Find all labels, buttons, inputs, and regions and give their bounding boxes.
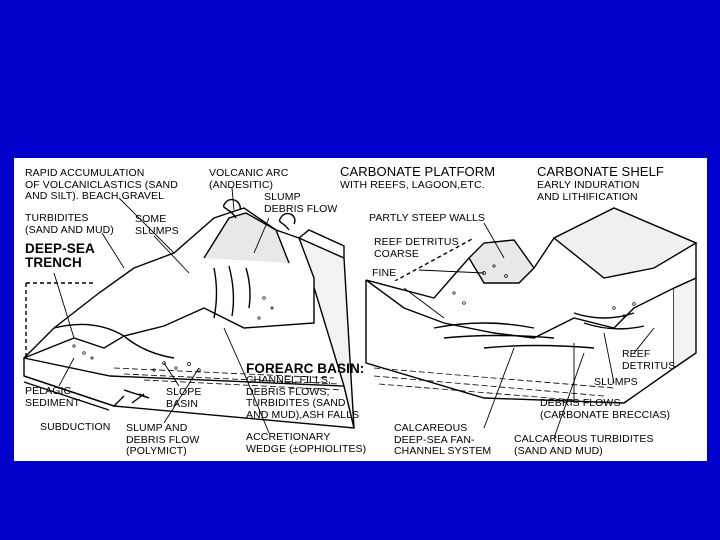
- label-forearc-basin-desc: CHANNEL FILLS, DEBRIS FLOWS, TURBIDITES …: [246, 374, 360, 421]
- label-partly-steep-walls: PARTLY STEEP WALLS: [369, 212, 485, 224]
- label-debris-flows: DEBRIS FLOWS (CARBONATE BRECCIAS): [540, 397, 671, 421]
- right-block-right-face: [673, 276, 697, 369]
- subduction-arrow: [123, 389, 150, 404]
- label-slumps: SLUMPS: [594, 376, 638, 388]
- trench-axis: [53, 323, 175, 359]
- fan-channel-lines: [433, 322, 595, 349]
- label-forearc-basin-title: FOREARC BASIN:: [246, 361, 365, 376]
- label-pelagic-sediment: PELAGIC SEDIMENT: [25, 385, 81, 409]
- label-some-slumps: SOME SLUMPS: [135, 213, 179, 237]
- left-block-hidden-edge: [25, 282, 94, 366]
- label-calcareous-fan: CALCAREOUS DEEP-SEA FAN- CHANNEL SYSTEM: [394, 422, 492, 457]
- label-carbonate-shelf-title: CARBONATE SHELF: [537, 164, 664, 179]
- label-volcanic-arc: VOLCANIC ARC (ANDESITIC): [209, 167, 289, 191]
- left-block-right-face: [297, 236, 355, 429]
- eruption-plume-right: [278, 212, 296, 231]
- left-block-top-edge: [298, 229, 345, 258]
- debris-flow-lobes: [573, 312, 645, 330]
- label-fine: FINE: [372, 267, 397, 279]
- volcanic-arc-shape: [203, 212, 290, 264]
- label-carbonate-platform-title: CARBONATE PLATFORM: [340, 164, 496, 179]
- label-accretionary-wedge: ACCRETIONARY WEDGE (±OPHIOLITES): [246, 431, 367, 455]
- debris-flow-channels: [213, 265, 251, 319]
- subducting-slab: [23, 375, 125, 411]
- label-turbidites: TURBIDITES (SAND AND MUD): [25, 212, 114, 236]
- label-carbonate-shelf-desc: EARLY INDURATION AND LITHIFICATION: [537, 179, 640, 203]
- carbonate-shelf-shape: [552, 207, 698, 279]
- label-reef-detritus-coarse: REEF DETRITUS COARSE: [374, 236, 459, 260]
- block-diagram-drawing: [23, 187, 698, 439]
- label-reef-detritus-right: REEF DETRITUS: [622, 348, 676, 372]
- label-rapid-accumulation: RAPID ACCUMULATION OF VOLCANICLASTICS (S…: [25, 167, 178, 202]
- label-deep-sea-trench: DEEP-SEA TRENCH: [25, 241, 95, 270]
- label-carbonate-platform-desc: WITH REEFS, LAGOON,ETC.: [340, 179, 485, 191]
- forearc-fill-lines: [113, 367, 343, 391]
- label-calcareous-turbidites: CALCAREOUS TURBIDITES (SAND AND MUD): [514, 433, 654, 457]
- label-subduction: SUBDUCTION: [40, 421, 111, 433]
- leader-lines: [53, 187, 655, 439]
- label-slump-debris-flow-top: SLUMP DEBRIS FLOW: [264, 191, 338, 215]
- label-slope-basin: SLOPE BASIN: [166, 386, 202, 410]
- diagram-panel: RAPID ACCUMULATION OF VOLCANICLASTICS (S…: [14, 158, 707, 461]
- eruption-plume-left: [222, 198, 241, 219]
- label-slump-debris-flow-bottom: SLUMP AND DEBRIS FLOW (POLYMICT): [126, 422, 200, 457]
